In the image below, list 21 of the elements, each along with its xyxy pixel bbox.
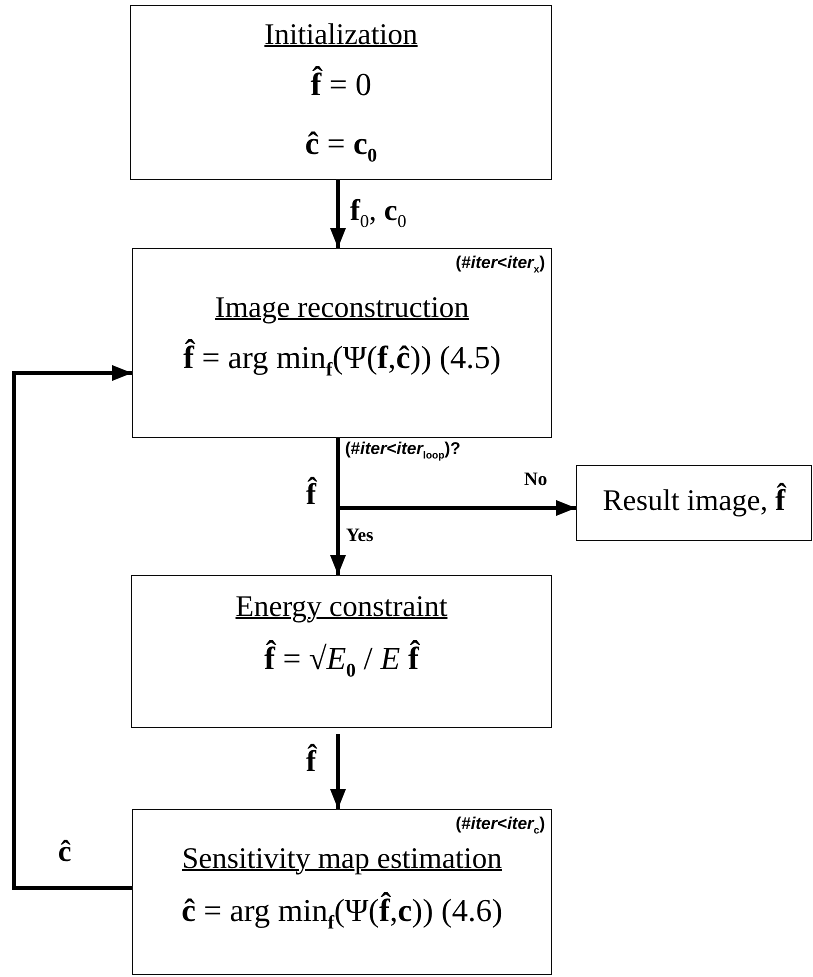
formula: ĉ = c$_{0}$ xyxy=(304,125,378,168)
condition-text: (#iter<iter$_{x}$) xyxy=(456,253,545,276)
step-title: Sensitivity map estimation xyxy=(182,842,502,876)
process-box xyxy=(130,5,552,180)
formula: ĉ = arg min$_{f}$(Ψ(f̂,c)) (4.6) xyxy=(181,892,503,935)
process-box xyxy=(576,465,812,541)
arrow xyxy=(12,365,132,890)
condition-text: (#iter<iter$_{c}$) xyxy=(456,814,545,836)
formula: f̂ = 0 xyxy=(310,66,372,103)
formula: f̂ = √E$_{0}$ / E f̂ xyxy=(264,640,419,682)
process-box xyxy=(132,809,552,975)
step-title: Initialization xyxy=(264,18,418,52)
result-text: Result image, f̂ xyxy=(602,484,786,518)
condition-text: (#iter<iter$_{loop}$)? xyxy=(345,440,461,462)
process-box xyxy=(132,248,552,438)
arrow xyxy=(330,734,346,809)
formula: f̂ = arg min$_{f}$(Ψ(f,ĉ)) (4.5) xyxy=(183,339,501,382)
step-title: Energy constraint xyxy=(236,590,448,624)
step-title: Image reconstruction xyxy=(214,291,470,326)
arrow xyxy=(330,180,346,248)
process-box xyxy=(131,575,552,728)
